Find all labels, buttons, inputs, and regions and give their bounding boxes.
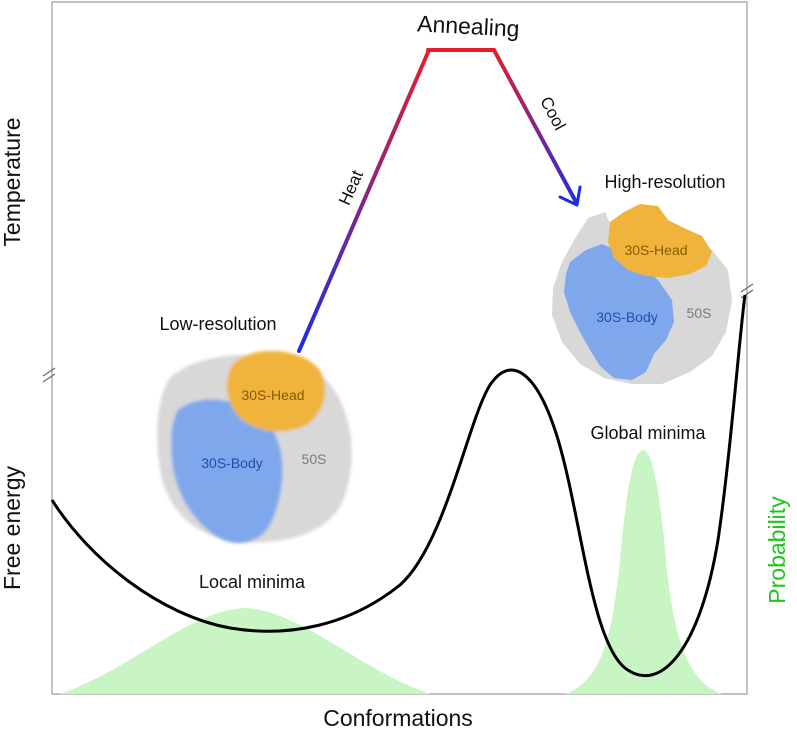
cool-path <box>492 48 578 204</box>
high-head-label: 30S-Head <box>624 242 687 258</box>
high-resolution-ribosome <box>552 204 732 384</box>
low-head-label: 30S-Head <box>241 387 304 403</box>
low-30s-head <box>226 350 326 432</box>
conformations-axis-label: Conformations <box>323 705 473 731</box>
local-minima-label: Local minima <box>199 572 306 592</box>
probability-axis-label: Probability <box>764 496 790 604</box>
probability-distribution-global <box>565 450 722 694</box>
free-energy-axis-label: Free energy <box>0 466 25 591</box>
axis-break-left <box>42 367 56 383</box>
high-50s-label: 50S <box>687 305 712 321</box>
high-resolution-label: High-resolution <box>604 172 725 192</box>
low-50s-label: 50S <box>302 451 327 467</box>
low-resolution-ribosome <box>157 350 352 544</box>
temperature-axis-label: Temperature <box>0 117 25 246</box>
low-30s-body <box>171 399 283 544</box>
free-energy-curve <box>50 294 747 678</box>
annealing-title: Annealing <box>417 10 521 41</box>
heat-path <box>297 48 431 353</box>
probability-distribution-local <box>60 608 430 694</box>
high-body-label: 30S-Body <box>596 309 657 325</box>
axis-break-right <box>740 283 754 299</box>
low-body-label: 30S-Body <box>201 455 262 471</box>
cool-arrowhead-icon <box>558 185 582 207</box>
global-minima-label: Global minima <box>590 423 706 443</box>
cool-label: Cool <box>536 94 569 134</box>
high-30s-head <box>608 204 712 278</box>
low-resolution-label: Low-resolution <box>159 314 276 334</box>
high-30s-body <box>564 244 674 380</box>
